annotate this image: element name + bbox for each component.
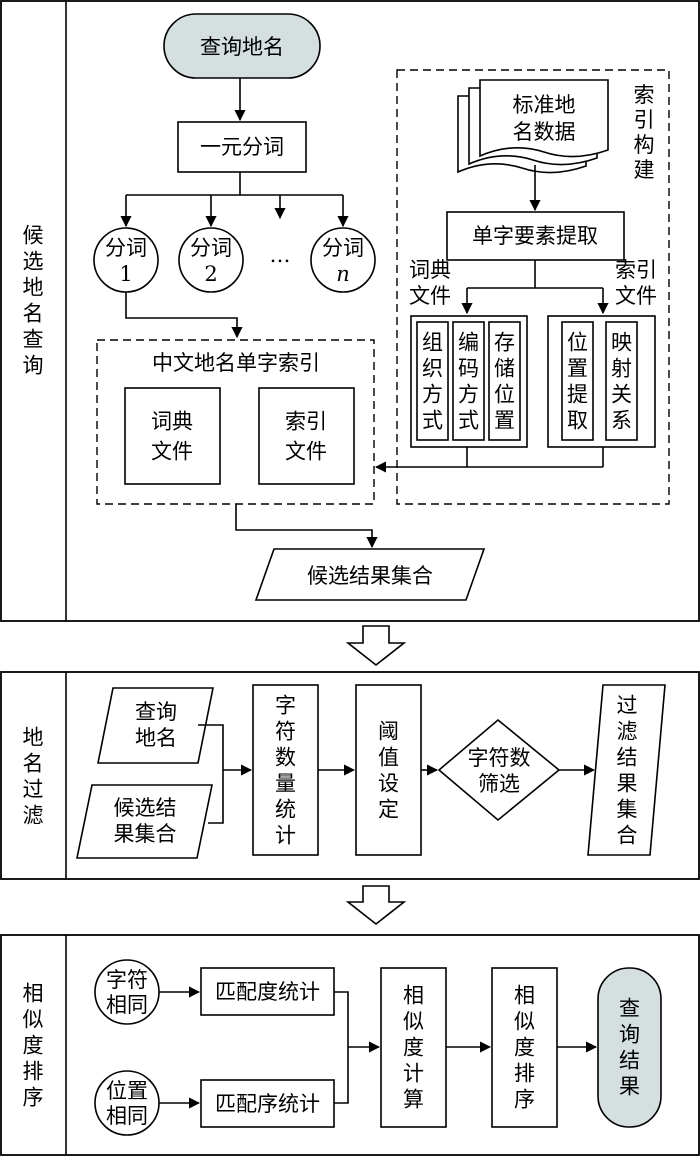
index-item-position[interactable] <box>561 321 594 441</box>
match-degree-label: 匹配度统计 <box>215 980 320 1004</box>
index-item-mapping[interactable] <box>605 321 638 441</box>
filter-result-set[interactable] <box>587 684 666 856</box>
section-label-similarity-sort: 相似度排序 <box>23 982 44 1110</box>
char-count-label: 字符数量统计 <box>275 694 296 848</box>
char-count-filter-line2: 筛选 <box>478 772 520 796</box>
threshold-box[interactable] <box>355 684 422 856</box>
start-terminal-label: 查询地名 <box>200 35 284 59</box>
similarity-sort-box[interactable] <box>491 967 558 1128</box>
candidate-result-set-label: 候选结果集合 <box>307 564 433 588</box>
index-build-group <box>396 69 670 505</box>
filter-candidate-input[interactable] <box>76 784 213 859</box>
feature-extract-label: 单字要素提取 <box>472 224 598 248</box>
token-2-num: 2 <box>204 262 217 286</box>
token-circle-2[interactable] <box>178 227 244 293</box>
query-result-label: 查询结果 <box>619 997 640 1099</box>
similarity-sort-label: 相似度排序 <box>514 984 535 1112</box>
token-n-num: n <box>336 262 350 286</box>
same-pos-line1: 位置 <box>106 1079 148 1103</box>
section-label-name-filter: 地名过滤 <box>23 726 44 828</box>
index-item-position-label: 位置提取 <box>567 331 588 433</box>
unigram-box-label: 一元分词 <box>200 135 284 159</box>
dict-item-organization-label: 组织方式 <box>422 331 443 433</box>
filter-candidate-line1: 候选结 <box>114 796 177 820</box>
unigram-box[interactable] <box>177 121 307 173</box>
filter-query-name-line1: 查询 <box>135 700 177 724</box>
filter-result-label: 过滤结果集合 <box>617 694 638 848</box>
char-count-filter-line1: 字符数 <box>468 746 531 770</box>
candidate-result-set[interactable] <box>254 548 486 601</box>
dict-item-storage[interactable] <box>488 321 521 441</box>
standard-place-data-line2: 名数据 <box>513 120 576 144</box>
index-file-side-line2: 文件 <box>615 284 657 308</box>
token-ellipsis: … <box>270 243 291 267</box>
dict-item-storage-label: 存储位置 <box>494 331 515 433</box>
token-circle-n[interactable] <box>310 227 376 293</box>
start-terminal[interactable] <box>163 13 321 79</box>
query-result-terminal[interactable] <box>597 967 662 1128</box>
dict-item-encoding[interactable] <box>452 321 485 441</box>
same-char-line1: 字符 <box>106 968 148 992</box>
index-build-title: 索引构建 <box>634 83 655 182</box>
index-dict-file-box[interactable] <box>124 387 221 485</box>
token-2-word: 分词 <box>190 236 232 260</box>
token-1-word: 分词 <box>105 236 147 260</box>
same-char-line2: 相同 <box>106 993 148 1017</box>
char-count-box[interactable] <box>252 684 319 856</box>
filter-query-name-input[interactable] <box>97 687 214 764</box>
standard-place-data-document[interactable] <box>457 79 609 174</box>
dict-file-side-line1: 词典 <box>409 258 451 282</box>
match-degree-box[interactable] <box>200 967 335 1016</box>
similarity-calc-label: 相似度计算 <box>403 984 424 1112</box>
section-transition-arrow-2 <box>345 885 407 926</box>
char-index-group-title: 中文地名单字索引 <box>152 351 320 375</box>
filter-query-name-line2: 地名 <box>135 726 177 750</box>
char-count-filter-decision[interactable] <box>437 718 561 822</box>
section-label-candidate-query: 候选地名查询 <box>23 224 44 378</box>
dict-item-encoding-label: 编码方式 <box>458 331 479 433</box>
threshold-label: 阈值设定 <box>378 720 399 822</box>
index-index-file-label: 索引文件 <box>285 410 327 464</box>
same-pos-line2: 相同 <box>106 1104 148 1128</box>
filter-candidate-line2: 果集合 <box>114 822 177 846</box>
index-dict-file-label: 词典文件 <box>151 410 193 464</box>
token-n-word: 分词 <box>322 236 364 260</box>
standard-place-data-line1: 标准地 <box>513 93 576 117</box>
similarity-calc-box[interactable] <box>380 967 447 1128</box>
dict-file-side-line2: 文件 <box>409 284 451 308</box>
match-order-box[interactable] <box>200 1079 335 1128</box>
feature-extract-box[interactable] <box>446 211 625 261</box>
index-index-file-box[interactable] <box>258 387 355 485</box>
index-item-mapping-label: 映射关系 <box>611 331 632 433</box>
token-1-num: 1 <box>119 262 132 286</box>
match-order-label: 匹配序统计 <box>215 1092 320 1116</box>
dict-item-organization[interactable] <box>416 321 449 441</box>
section-transition-arrow-1 <box>345 625 407 667</box>
index-file-side-line1: 索引 <box>615 258 657 282</box>
